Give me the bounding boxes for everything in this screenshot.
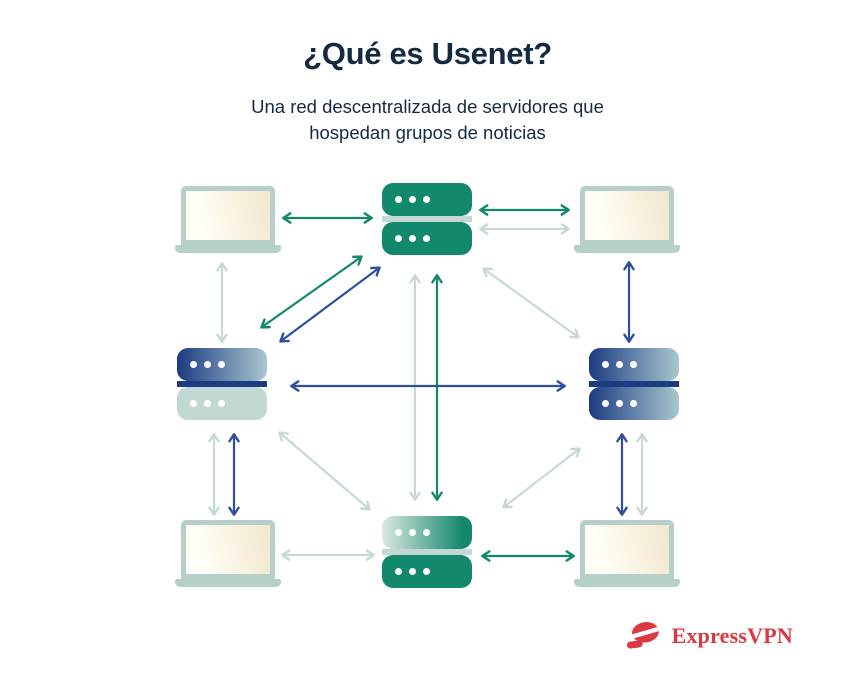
server-unit	[177, 348, 267, 381]
server-led	[218, 361, 225, 368]
server-led	[204, 400, 211, 407]
server-led	[409, 235, 416, 242]
server-led	[409, 529, 416, 536]
laptop-bottom-left	[175, 520, 281, 587]
arrow-server-left-to-server-bottom	[278, 431, 371, 511]
server-unit	[177, 387, 267, 420]
header: ¿Qué es Usenet? Una red descentralizada …	[0, 36, 855, 147]
server-unit	[589, 348, 679, 381]
server-led	[616, 361, 623, 368]
brand-wordmark: ExpressVPN	[671, 623, 793, 648]
page-title: ¿Qué es Usenet?	[303, 36, 552, 71]
arrow-server-left-to-server-top	[279, 266, 381, 343]
server-led	[395, 568, 402, 575]
laptop-top-left	[175, 186, 281, 253]
server-left	[177, 348, 267, 420]
server-bottom	[382, 516, 472, 588]
server-band	[382, 216, 472, 222]
server-led	[395, 235, 402, 242]
server-led	[630, 400, 637, 407]
laptop-top-right	[574, 186, 680, 253]
laptop-base	[574, 245, 680, 253]
laptop-base	[175, 579, 281, 587]
server-led	[409, 568, 416, 575]
arrow-server-top-to-server-right	[482, 267, 580, 339]
expressvpn-logo-icon	[626, 620, 660, 649]
server-led	[616, 400, 623, 407]
laptop-bottom-right	[574, 520, 680, 587]
server-led	[423, 568, 430, 575]
server-band	[589, 381, 679, 387]
server-led	[190, 361, 197, 368]
server-unit	[382, 222, 472, 255]
server-led	[602, 361, 609, 368]
server-led	[218, 400, 225, 407]
server-unit	[382, 183, 472, 216]
server-led	[602, 400, 609, 407]
server-unit	[382, 516, 472, 549]
server-unit	[589, 387, 679, 420]
laptop-screen	[580, 520, 674, 579]
server-unit	[382, 555, 472, 588]
server-led	[395, 196, 402, 203]
server-top	[382, 183, 472, 255]
server-led	[395, 529, 402, 536]
expressvpn-logo: ExpressVPN	[626, 616, 793, 656]
server-led	[423, 235, 430, 242]
arrow-server-bottom-to-server-right	[502, 447, 581, 509]
laptop-screen	[181, 186, 275, 245]
server-led	[630, 361, 637, 368]
server-led	[190, 400, 197, 407]
server-band	[177, 381, 267, 387]
laptop-base	[574, 579, 680, 587]
server-band	[382, 549, 472, 555]
server-led	[423, 529, 430, 536]
server-right	[589, 348, 679, 420]
laptop-screen	[181, 520, 275, 579]
server-led	[204, 361, 211, 368]
server-led	[409, 196, 416, 203]
server-led	[423, 196, 430, 203]
laptop-screen	[580, 186, 674, 245]
page-subtitle: Una red descentralizada de servidores qu…	[251, 96, 604, 144]
laptop-base	[175, 245, 281, 253]
